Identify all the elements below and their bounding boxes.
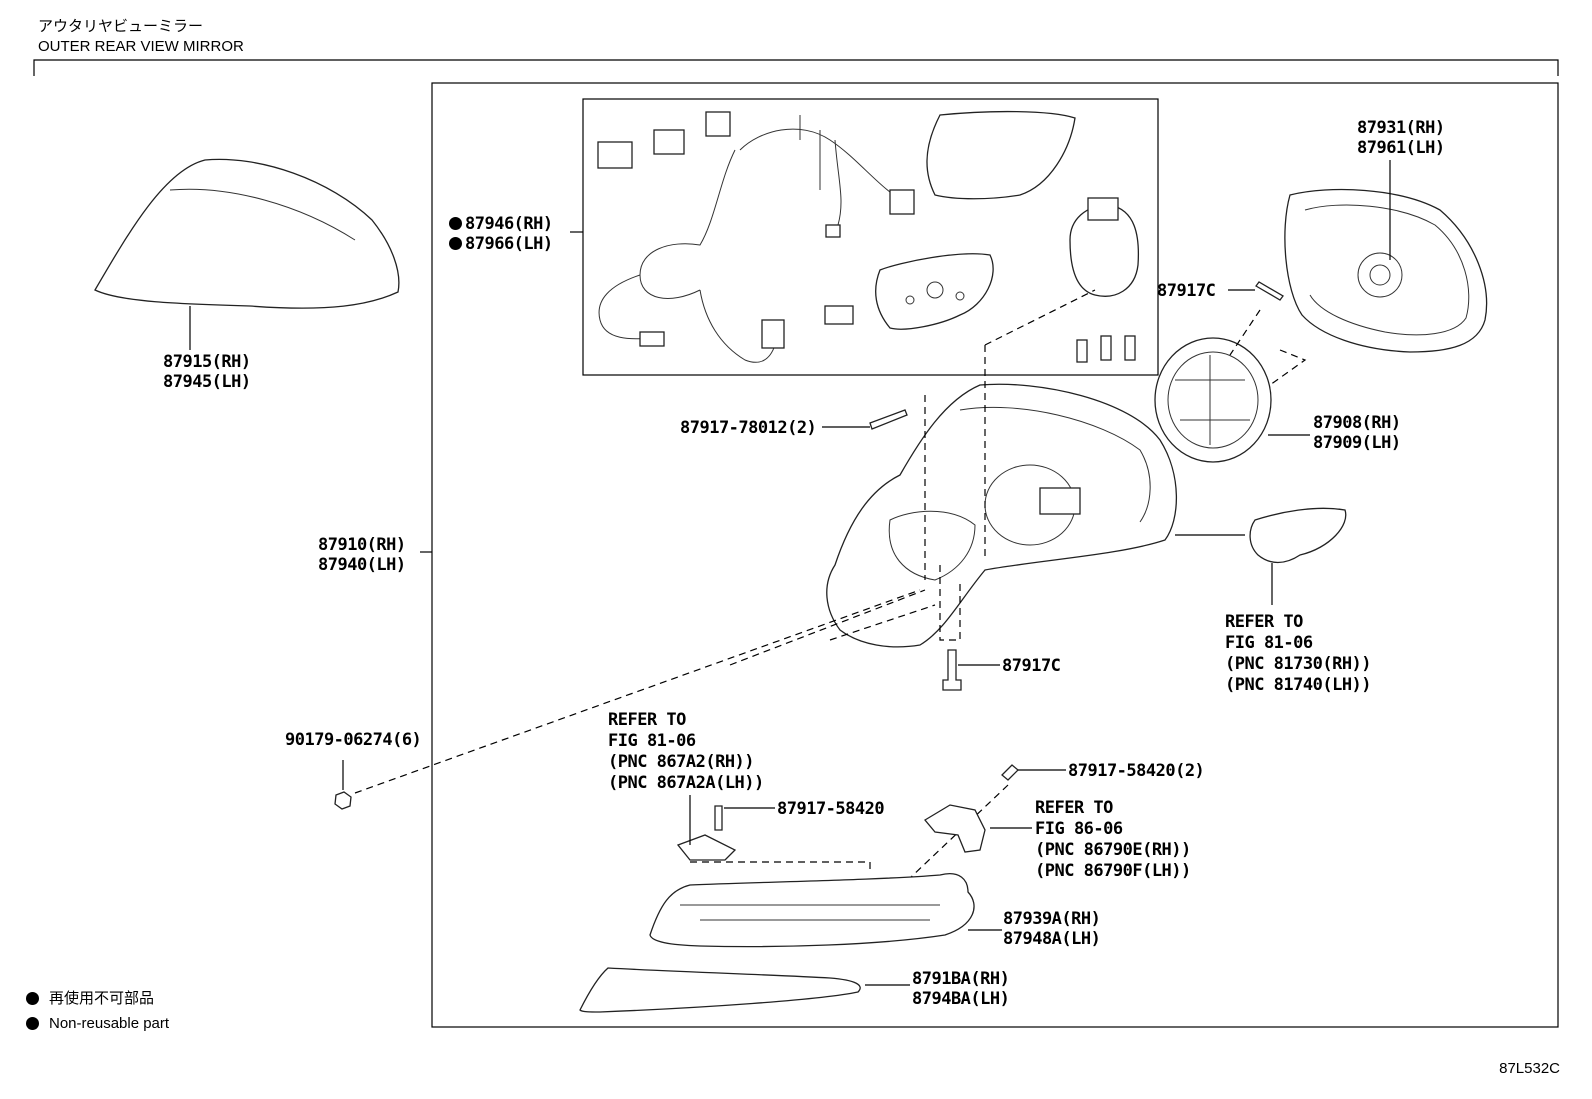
legend-en: Non-reusable part [26, 1015, 169, 1033]
screw-87917c-bottom [942, 649, 962, 691]
mirror-glass-part [1284, 188, 1488, 353]
non-reusable-dot-icon [26, 1017, 39, 1030]
backing-plate [875, 253, 994, 330]
ref-line-3: (PNC 867A2(RH)) [608, 752, 755, 772]
mirror-cover-part [94, 158, 400, 309]
title-japanese: アウタリヤビューミラー [38, 18, 204, 35]
ref-line-4: (PNC 867A2A(LH)) [608, 773, 764, 793]
label-actuator-lh: 87909(LH) [1313, 433, 1401, 453]
harness-kit-box [582, 98, 1159, 376]
label-lower-cover: 87939A(RH) 87948A(LH) [1003, 909, 1101, 949]
label-garnish-rh: 8791BA(RH) [912, 969, 1010, 989]
screw-58420-2 [1001, 764, 1019, 781]
label-cover-rh: 87915(RH) [163, 352, 251, 372]
label-87917c-bottom: 87917C [1002, 656, 1061, 676]
garnish-part [579, 967, 861, 1013]
lamp-867a2-part [676, 834, 737, 861]
label-mirror-glass: 87931(RH) 87961(LH) [1357, 118, 1445, 158]
label-harness-lh: 87966(LH) [465, 234, 553, 254]
dashed-housing-guides [924, 289, 1096, 641]
label-lamp-867-ref: REFER TO FIG 81-06 (PNC 867A2(RH)) (PNC … [608, 710, 764, 794]
ref-line-2: FIG 81-06 [1225, 633, 1313, 653]
label-camera-ref: REFER TO FIG 86-06 (PNC 86790E(RH)) (PNC… [1035, 798, 1191, 882]
label-harness: 87946(RH) 87966(LH) [449, 214, 553, 254]
figure-code: 87L532C [1499, 1060, 1560, 1077]
motor-unit [1069, 197, 1140, 297]
ref-line-3: (PNC 86790E(RH)) [1035, 840, 1191, 860]
ref-line-4: (PNC 81740(LH)) [1225, 675, 1372, 695]
label-87917c-top: 87917C [1157, 281, 1216, 301]
label-screw-58420-2: 87917-58420(2) [1068, 761, 1205, 781]
non-reusable-dot-icon [449, 217, 462, 230]
screw-87917c-top [1255, 281, 1284, 301]
label-garnish-lh: 8794BA(LH) [912, 989, 1010, 1009]
label-housing-lh: 87940(LH) [318, 555, 406, 575]
ref-line-1: REFER TO [1035, 798, 1113, 818]
non-reusable-dot-icon [26, 992, 39, 1005]
screw-58420 [714, 805, 723, 831]
label-turn-lamp-ref: REFER TO FIG 81-06 (PNC 81730(RH)) (PNC … [1225, 612, 1372, 696]
ref-line-2: FIG 86-06 [1035, 819, 1123, 839]
label-housing-rh: 87910(RH) [318, 535, 406, 555]
turn-signal-lamp-part [1249, 507, 1347, 564]
label-nut: 90179-06274(6) [285, 730, 422, 750]
label-actuator: 87908(RH) 87909(LH) [1313, 413, 1401, 453]
legend-en-text: Non-reusable part [49, 1015, 170, 1032]
mirror-heater-plate [926, 110, 1076, 200]
ref-line-3: (PNC 81730(RH)) [1225, 654, 1372, 674]
label-harness-rh: 87946(RH) [465, 214, 553, 234]
harness-screws [824, 305, 1136, 363]
label-housing: 87910(RH) 87940(LH) [318, 535, 406, 575]
screw-78012 [869, 409, 908, 430]
assembly-frame [431, 82, 1559, 1028]
label-lower-cover-lh: 87948A(LH) [1003, 929, 1101, 949]
label-actuator-rh: 87908(RH) [1313, 413, 1401, 433]
camera-bracket-part [924, 804, 986, 853]
legend-jp: 再使用不可部品 [26, 990, 154, 1008]
nut-part [334, 791, 352, 810]
legend-jp-text: 再使用不可部品 [49, 990, 155, 1007]
label-cover-lh: 87945(LH) [163, 372, 251, 392]
ref-line-4: (PNC 86790F(LH)) [1035, 861, 1191, 881]
lower-cover-part [649, 873, 975, 948]
label-screw-78012: 87917-78012(2) [680, 418, 817, 438]
header-bracket [33, 59, 1559, 76]
label-mirror-glass-lh: 87961(LH) [1357, 138, 1445, 158]
actuator-part [1154, 337, 1272, 463]
label-garnish: 8791BA(RH) 8794BA(LH) [912, 969, 1010, 1009]
non-reusable-dot-icon [449, 237, 462, 250]
ref-line-1: REFER TO [608, 710, 686, 730]
ref-line-2: FIG 81-06 [608, 731, 696, 751]
dashed-actuator [1229, 309, 1307, 386]
dashed-nut-guides [354, 589, 936, 794]
label-mirror-glass-rh: 87931(RH) [1357, 118, 1445, 138]
label-screw-58420: 87917-58420 [777, 799, 885, 819]
label-cover: 87915(RH) 87945(LH) [163, 352, 251, 392]
ref-line-1: REFER TO [1225, 612, 1303, 632]
label-lower-cover-rh: 87939A(RH) [1003, 909, 1101, 929]
wire-harness-part [597, 111, 915, 363]
title-english: OUTER REAR VIEW MIRROR [38, 38, 244, 55]
